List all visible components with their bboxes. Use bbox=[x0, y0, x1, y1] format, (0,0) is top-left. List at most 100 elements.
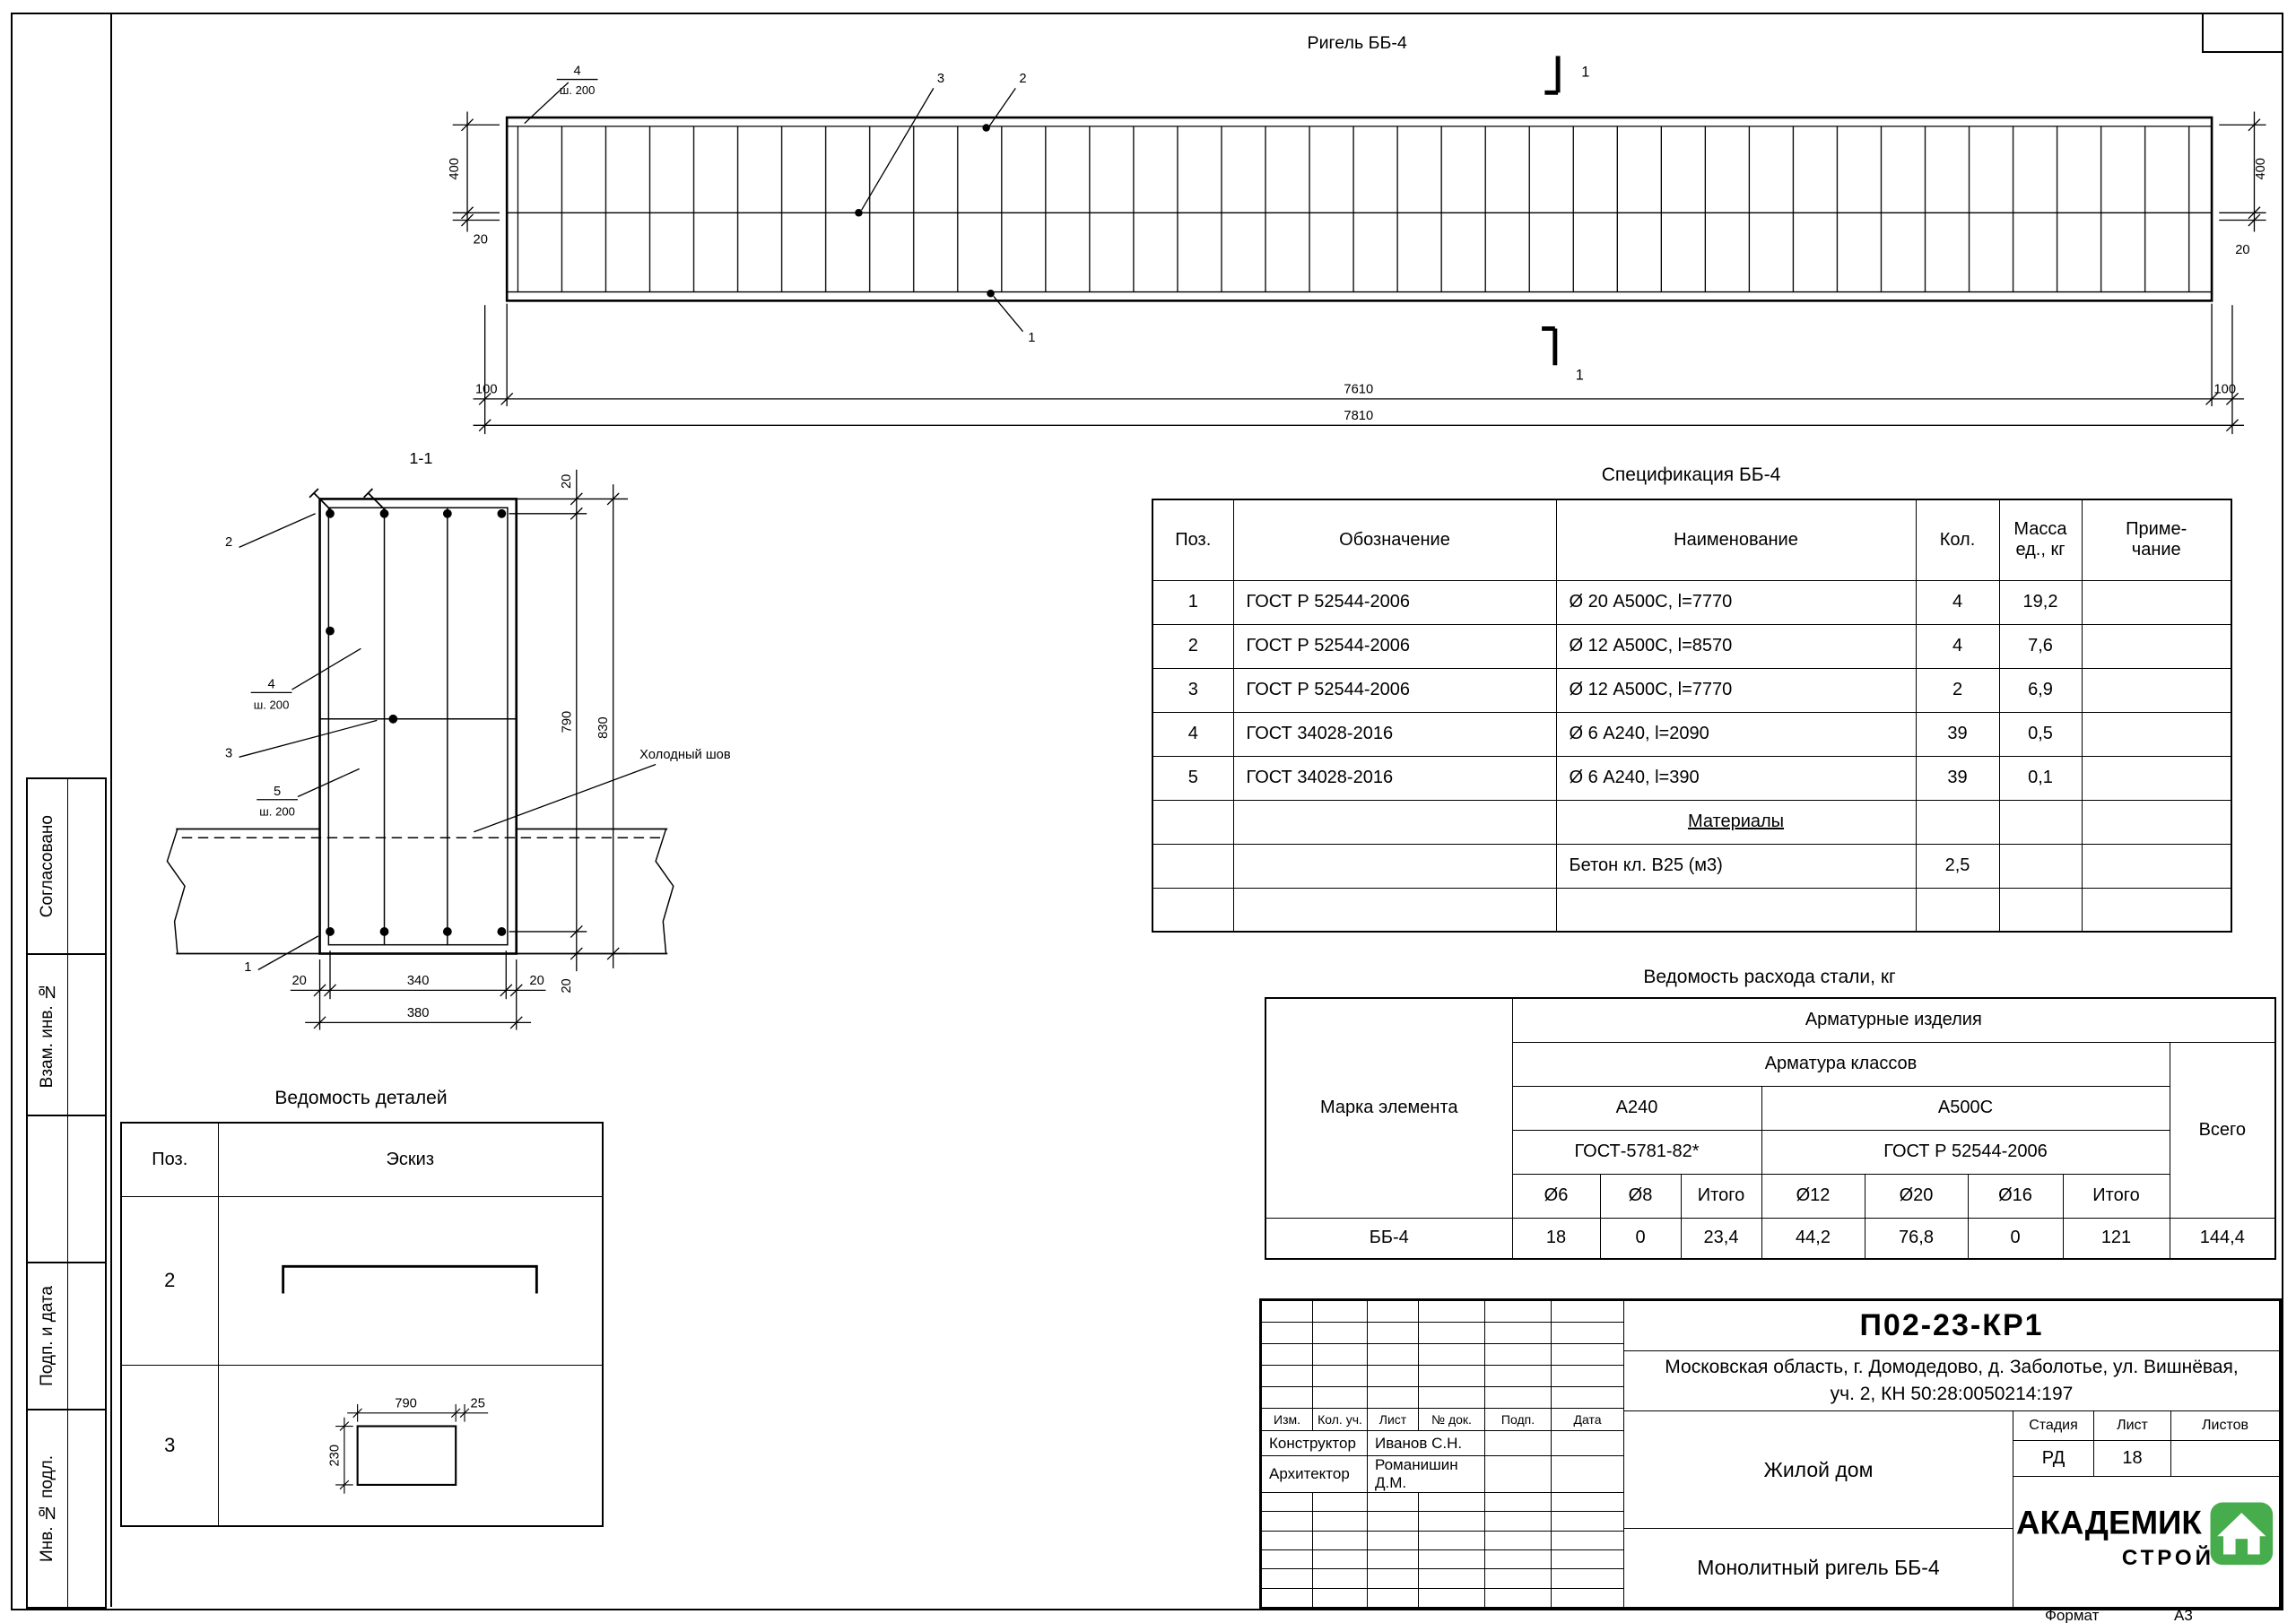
stamp-label: Подп. и дата bbox=[38, 1286, 57, 1386]
beam-dim-left bbox=[452, 111, 500, 232]
dim-400-left: 400 bbox=[448, 158, 462, 180]
stamp-label: Инв. № подл. bbox=[38, 1455, 57, 1562]
sketch-dim-230: 230 bbox=[327, 1445, 342, 1467]
role-row-constructor: Конструктор Иванов С.Н. bbox=[1261, 1430, 1624, 1456]
beam-dim-bottom bbox=[473, 303, 2245, 435]
steel-h-total: Всего bbox=[2169, 1041, 2276, 1219]
sheet-value-cell: 18 bbox=[2093, 1440, 2171, 1477]
dim-20-top: 20 bbox=[560, 474, 574, 489]
beam-dim-right bbox=[2219, 111, 2266, 232]
details-table: Поз. Эскиз 2 3 bbox=[120, 1122, 604, 1527]
callout-4: 4 bbox=[574, 65, 581, 79]
top-bar-hooks bbox=[309, 488, 388, 513]
steel-title: Ведомость расхода стали, кг bbox=[1643, 967, 1896, 987]
dim-340: 340 bbox=[407, 974, 430, 988]
steel-table: Марка элемента Арматурные изделия Армату… bbox=[1265, 997, 2277, 1260]
steel-h-products: Арматурные изделия bbox=[1511, 997, 2276, 1043]
details-title: Ведомость деталей bbox=[274, 1088, 448, 1108]
format-label: Формат bbox=[2045, 1607, 2100, 1623]
dim-380: 380 bbox=[407, 1006, 430, 1020]
steel-h-a500: А500С bbox=[1761, 1085, 2170, 1131]
detail-sketch-stirrup: 790 25 230 bbox=[327, 1397, 488, 1494]
stamp-podp-data: Подп. и дата bbox=[26, 1262, 107, 1410]
beam-title: Ригель ББ-4 bbox=[1308, 33, 1407, 53]
stamp-inv-podl: Инв. № подл. bbox=[26, 1409, 107, 1609]
dim-100-left: 100 bbox=[475, 382, 498, 396]
dim-20-bl: 20 bbox=[291, 974, 306, 988]
role-row-architect: Архитектор Романишин Д.М. bbox=[1261, 1455, 1624, 1493]
beam-elevation-drawing: Ригель ББ-4 400 20 400 20 bbox=[448, 33, 2268, 435]
stamp-soglasovano: Согласовано bbox=[26, 777, 107, 955]
dim-20-bottom: 20 bbox=[560, 978, 574, 993]
callout-4-note: ш. 200 bbox=[254, 698, 290, 711]
steel-h-gost1: ГОСТ-5781-82* bbox=[1511, 1129, 1762, 1175]
logo-text-stroy: СТРОЙ bbox=[2122, 1545, 2214, 1570]
stamp-empty bbox=[26, 1115, 107, 1263]
section-1-1-drawing: 1-1 Холодный шов bbox=[166, 449, 731, 1030]
cold-joint-leader bbox=[474, 763, 657, 833]
section-mark-1-bottom: 1 bbox=[1576, 368, 1584, 384]
beam-callout-leaders bbox=[524, 78, 1024, 333]
slab-lines bbox=[166, 828, 674, 955]
sheet-border bbox=[11, 13, 2283, 1610]
steel-h-classes: Арматура классов bbox=[1511, 1041, 2170, 1087]
details-row: 2 bbox=[120, 1195, 604, 1366]
section-title: 1-1 bbox=[409, 449, 432, 467]
stamp-label: Взам. инв. № bbox=[38, 981, 57, 1089]
section-outline bbox=[318, 498, 518, 955]
callout-5: 5 bbox=[274, 785, 281, 799]
callout-4: 4 bbox=[267, 677, 274, 691]
logo-text-akademik: АКАДЕМИК bbox=[2016, 1504, 2202, 1541]
address-cell: Московская область, г. Домодедово, д. За… bbox=[1623, 1350, 2280, 1411]
sheet-label-cell: Лист bbox=[2093, 1410, 2171, 1441]
sheets-value-cell bbox=[2170, 1440, 2280, 1477]
logo-cell: АКАДЕМИК СТРОЙ bbox=[2013, 1476, 2280, 1608]
sheets-label-cell: Листов bbox=[2170, 1410, 2280, 1441]
steel-h-d6: Ø6 bbox=[1511, 1173, 1601, 1219]
detail-pos-2: 2 bbox=[120, 1195, 219, 1366]
section-mark-1-top: 1 bbox=[1581, 64, 1589, 80]
spec-h-note: Приме-чание bbox=[2081, 499, 2232, 581]
steel-h-element: Марка элемента bbox=[1265, 997, 1513, 1219]
section-dims-right bbox=[509, 469, 629, 972]
spec-h-name: Наименование bbox=[1555, 499, 1917, 581]
spec-table: Поз. Обозначение Наименование Кол. Масса… bbox=[1152, 499, 2232, 933]
dim-830: 830 bbox=[596, 716, 611, 739]
spec-h-qty: Кол. bbox=[1915, 499, 2000, 581]
steel-h-d16: Ø16 bbox=[1967, 1173, 2064, 1219]
spec-header-row: Поз. Обозначение Наименование Кол. Масса… bbox=[1152, 499, 2232, 581]
spec-h-mark: Обозначение bbox=[1232, 499, 1557, 581]
spec-title: Спецификация ББ-4 bbox=[1601, 464, 1781, 485]
titleblock-left-grid: Изм. Кол. уч. Лист № док. Подп. Дата Кон… bbox=[1261, 1300, 1624, 1609]
sketch-dim-790: 790 bbox=[395, 1397, 417, 1411]
callout-2: 2 bbox=[225, 535, 232, 550]
concrete-name: Бетон кл. В25 (м3) bbox=[1555, 843, 1917, 889]
dim-400-right: 400 bbox=[2254, 158, 2268, 180]
steel-h-gost2: ГОСТ Р 52544-2006 bbox=[1761, 1129, 2170, 1175]
sketch-dim-25: 25 bbox=[470, 1397, 484, 1411]
stamp-vzam-inv: Взам. инв. № bbox=[26, 953, 107, 1116]
detail-pos-3: 3 bbox=[120, 1364, 219, 1527]
section-cut-marks bbox=[1542, 56, 1561, 366]
callout-2: 2 bbox=[1019, 72, 1026, 86]
callout-3: 3 bbox=[225, 746, 232, 760]
doc-number-cell: П02-23-КР1 bbox=[1623, 1300, 2280, 1351]
detail-sketch-bent-bar bbox=[282, 1264, 539, 1294]
callout-5-note: ш. 200 bbox=[259, 805, 295, 819]
stamp-label: Согласовано bbox=[38, 814, 57, 918]
revision-header-row: Изм. Кол. уч. Лист № док. Подп. Дата bbox=[1261, 1408, 1624, 1431]
akademik-stroy-logo: АКАДЕМИК СТРОЙ bbox=[2016, 1502, 2274, 1570]
steel-h-sub2: Итого bbox=[2062, 1173, 2170, 1219]
concrete-qty: 2,5 bbox=[1915, 843, 2000, 889]
stage-value-cell: РД bbox=[2013, 1440, 2094, 1477]
spec-h-pos: Поз. bbox=[1152, 499, 1234, 581]
corner-notch bbox=[2202, 14, 2283, 53]
object-name-cell: Жилой дом bbox=[1623, 1410, 2013, 1529]
steel-data-row: ББ-4 18 0 23,4 44,2 76,8 0 121 144,4 bbox=[1265, 1217, 2276, 1260]
dim-20-left: 20 bbox=[474, 233, 488, 247]
